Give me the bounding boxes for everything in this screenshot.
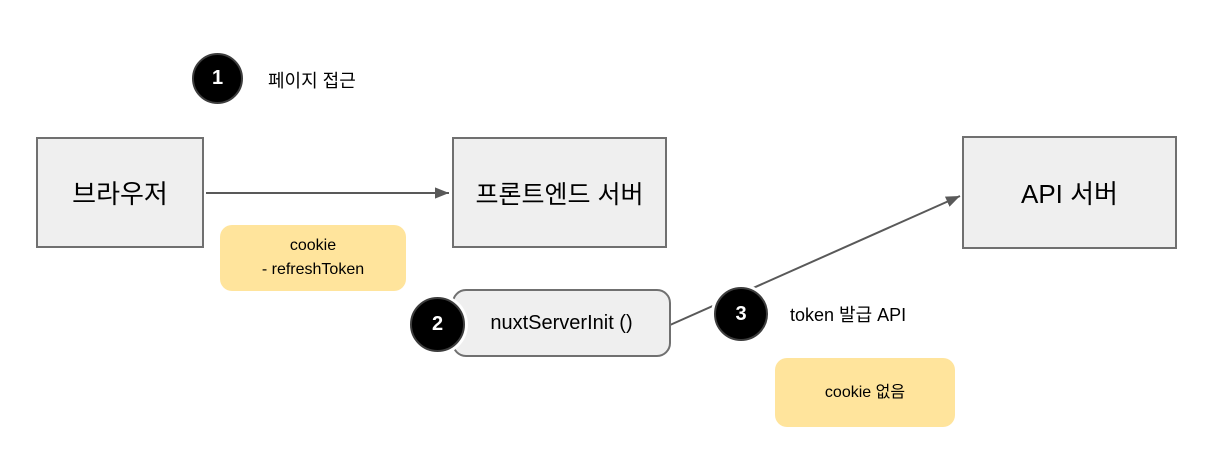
step-3-label: token 발급 API <box>790 305 907 325</box>
node-nuxt-server-init-label: nuxtServerInit () <box>490 311 633 334</box>
step-1-badge: 1 <box>192 53 243 104</box>
step-1-number: 1 <box>211 67 224 89</box>
node-frontend-server: 프론트엔드 서버 <box>452 137 667 248</box>
note-cookie-refresh-token-line-2: - refreshToken <box>261 261 365 278</box>
note-cookie-none: cookie 없음 <box>775 358 955 427</box>
step-2-badge: 2 <box>410 297 465 352</box>
step-1-label: 페이지 접근 <box>268 71 356 91</box>
note-cookie-none-line-1: cookie 없음 <box>824 383 906 401</box>
note-cookie-refresh-token-line-1: cookie <box>289 237 337 254</box>
step-3-badge: 3 <box>714 287 768 341</box>
node-api-server-label: API 서버 <box>1021 179 1118 209</box>
node-nuxt-server-init: nuxtServerInit () <box>452 289 671 357</box>
node-browser-label: 브라우저 <box>72 179 168 209</box>
step-2-number: 2 <box>431 313 444 335</box>
node-api-server: API 서버 <box>962 136 1177 249</box>
step-3-number: 3 <box>735 302 747 325</box>
node-browser: 브라우저 <box>36 137 204 248</box>
note-cookie-refresh-token: cookie - refreshToken <box>220 225 406 291</box>
node-frontend-server-label: 프론트엔드 서버 <box>475 180 644 209</box>
